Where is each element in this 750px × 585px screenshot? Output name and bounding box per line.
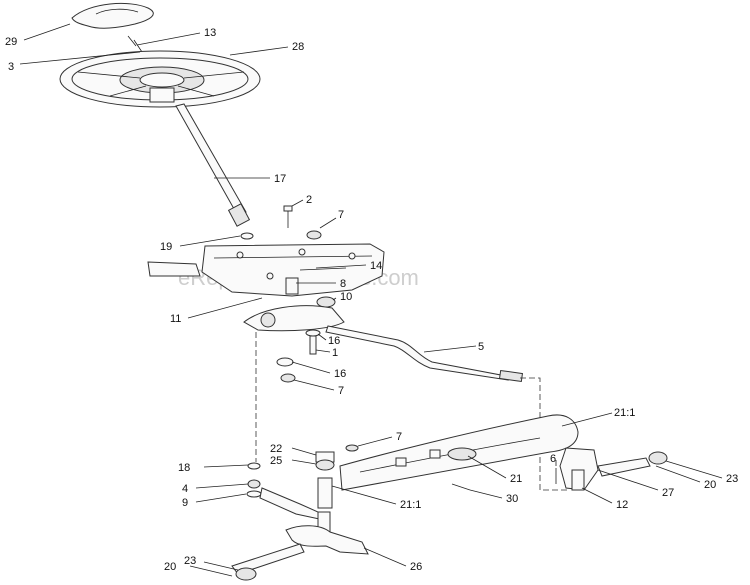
washer-9 [246,490,262,498]
leader-4 [195,483,249,489]
callout-26: 26 [410,561,422,573]
drag-link-end [498,369,524,383]
leader-23b [203,561,239,571]
steering-wheel [59,50,261,108]
callout-3: 3 [8,61,14,73]
right-spindle [555,447,668,491]
leader-10 [332,297,337,301]
leader-20b [189,565,233,577]
nut-7-mid [280,373,296,383]
leader-211a [561,412,613,427]
nut-7-low [345,444,359,452]
bushing-10 [316,296,336,308]
washer-16a [305,329,321,337]
screw-13 [127,35,137,47]
callout-17: 17 [274,173,286,185]
washer-19 [240,232,254,240]
callout-20-right: 20 [704,479,716,491]
callout-9: 9 [182,497,188,509]
steering-shaft [175,103,251,227]
leader-5 [423,345,477,353]
steering-bracket [201,243,385,297]
side-bracket [147,261,201,277]
leader-16a [317,333,327,341]
callout-21-1-right: 21:1 [614,407,635,419]
callout-7-top: 7 [338,209,344,221]
callout-18: 18 [178,462,190,474]
callout-10: 10 [340,291,352,303]
leader-18 [203,464,249,468]
callout-25: 25 [270,455,282,467]
drag-link [325,325,509,381]
leader-19 [179,235,241,247]
nut-4 [247,479,261,489]
leader-3 [19,51,141,65]
leader-7a [319,217,337,229]
callout-21: 21 [510,473,522,485]
leader-1 [315,349,331,353]
callout-20-left: 20 [164,561,176,573]
callout-22: 22 [270,443,282,455]
callout-19: 19 [160,241,172,253]
callout-13: 13 [204,27,216,39]
leader-11 [187,297,263,319]
callout-5: 5 [478,341,484,353]
callout-28: 28 [292,41,304,53]
screw-3 [133,39,143,53]
callout-4: 4 [182,483,188,495]
callout-11: 11 [170,313,181,325]
leader-25 [291,459,317,465]
leader-28 [229,46,289,56]
steering-cap [71,2,154,29]
bolt-2 [283,205,293,228]
leader-7c [357,436,393,447]
callout-30: 30 [506,493,518,505]
callout-7-low: 7 [396,431,402,443]
left-spindle [231,477,369,581]
leader-30 [469,489,503,499]
callout-23-right: 23 [726,473,738,485]
callout-16-mid: 16 [334,368,346,380]
leader-20a [655,465,701,483]
callout-21-1-left: 21:1 [400,499,421,511]
leader-27 [597,469,659,491]
leader-9 [195,493,247,503]
spacer-25 [315,459,335,471]
callout-1: 1 [332,347,338,359]
callout-29: 29 [5,36,17,48]
clip-14 [299,267,347,271]
bolt-1 [309,335,317,355]
leader-21 [467,455,507,479]
leader-16b [291,361,331,374]
nut-7-top [306,230,322,240]
callout-7-mid: 7 [338,385,344,397]
callout-2: 2 [306,194,312,206]
callout-12: 12 [616,499,628,511]
leader-12 [581,487,613,504]
leader-7b [293,379,335,391]
callout-6: 6 [550,453,556,465]
pin-30 [451,483,471,491]
leader-14 [315,264,367,269]
callout-14: 14 [370,260,382,272]
callout-16-top: 16 [328,335,340,347]
pin-8 [285,277,299,295]
leader-13 [136,32,201,46]
front-axle [339,414,579,491]
callout-23-left: 23 [184,555,196,567]
leader-22 [291,447,317,456]
washer-16b [276,357,294,367]
leader-26 [363,547,407,567]
sector-gear [243,305,345,332]
leader-2 [291,199,304,207]
leader-29 [23,23,71,41]
callout-27: 27 [662,487,674,499]
leader-23a [665,460,723,479]
callout-8: 8 [340,278,346,290]
leader-211b [331,485,397,505]
washer-18 [247,462,261,470]
